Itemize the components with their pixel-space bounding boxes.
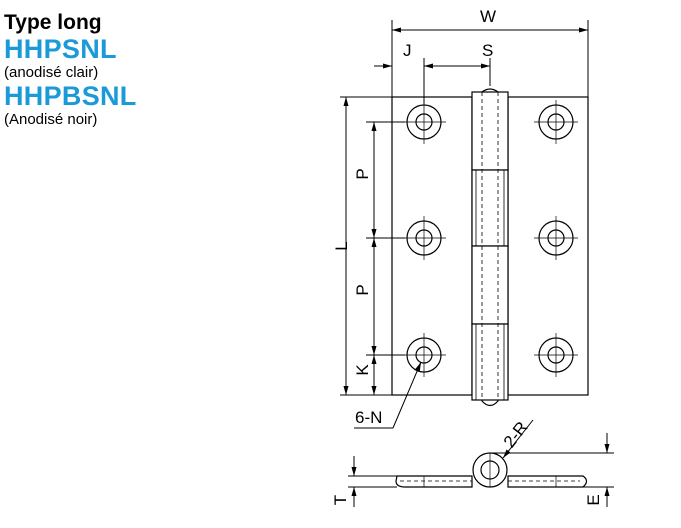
mounting-holes <box>402 100 578 377</box>
dim-p-lower-label: P <box>353 284 372 295</box>
holes-callout: 6-N <box>355 408 382 427</box>
right-leaf <box>507 96 589 396</box>
hinge-knuckle <box>471 88 509 407</box>
knuckle-segment-lower <box>471 245 509 325</box>
dim-j-label: J <box>403 41 412 60</box>
holes-leader <box>354 361 422 429</box>
model-code-black: HHPBSNL <box>4 81 137 111</box>
radius-leader <box>502 419 534 459</box>
dim-t-group <box>348 456 397 507</box>
knuckle-segment-bottom <box>471 323 509 401</box>
title-block: Type long HHPSNL (anodisé clair) HHPBSNL… <box>4 10 137 129</box>
hole-left-middle <box>402 216 446 260</box>
radius-callout: 2-R <box>500 418 532 451</box>
type-label: Type long <box>4 11 102 34</box>
knuckle-segment-top <box>471 91 509 171</box>
dimension-lines-left <box>340 96 405 396</box>
dimension-lines-top <box>374 20 589 104</box>
hole-left-bottom <box>402 333 446 377</box>
hinge-front-view <box>391 96 589 396</box>
hole-right-top <box>534 100 578 144</box>
dim-p-upper-label: P <box>353 168 372 179</box>
hole-left-top <box>402 100 446 144</box>
side-right-leaf <box>507 475 588 488</box>
finish-black: (Anodisé noir) <box>4 111 98 128</box>
hole-right-bottom <box>534 333 578 377</box>
finish-clear: (anodisé clair) <box>4 64 99 81</box>
dim-w-label: W <box>480 7 496 26</box>
hole-right-middle <box>534 216 578 260</box>
dim-l-label: L <box>332 241 351 250</box>
dim-e-group <box>490 433 614 507</box>
model-code-clear: HHPSNL <box>4 34 117 64</box>
hinge-side-view <box>395 452 588 488</box>
dim-t-label: T <box>331 495 350 505</box>
left-leaf <box>391 96 473 396</box>
dim-e-label: E <box>584 494 603 505</box>
knuckle-segment-middle <box>471 169 509 247</box>
dim-s-label: S <box>482 41 493 60</box>
dim-k-label: K <box>353 364 372 376</box>
side-left-leaf <box>395 475 473 488</box>
